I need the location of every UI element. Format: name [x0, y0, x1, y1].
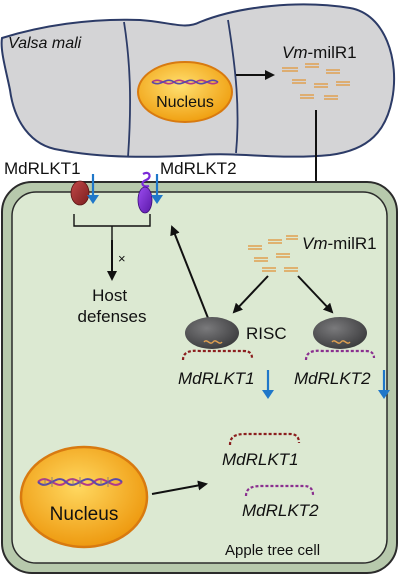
receptor1-label: MdRLKT1 [4, 159, 81, 178]
mirna-label-cell: Vm-milR1 [302, 234, 377, 253]
receptor1-icon [70, 180, 90, 206]
receptor2-label: MdRLKT2 [160, 159, 237, 178]
transcript1-bound [181, 349, 254, 361]
arrow-to-risc1 [232, 275, 269, 314]
receptor2-icon [137, 171, 153, 214]
decrease-arrow-icon [87, 174, 99, 204]
mirna-duplex-icon [248, 235, 298, 272]
risc-complex-icon [185, 317, 239, 349]
dna-helix-icon [37, 477, 123, 487]
cell-nucleus-label: Nucleus [50, 504, 119, 525]
decrease-arrow-icon [378, 370, 390, 399]
host-transcript1-label: MdRLKT1 [222, 450, 299, 469]
arrow-to-risc2 [297, 275, 334, 314]
fungus-nucleus: Nucleus [137, 61, 233, 123]
risc-complex-icon [313, 317, 367, 349]
arrow-silencing-to-receptor [170, 225, 209, 319]
fungus-nucleus-label: Nucleus [156, 94, 214, 111]
host-defenses-label: Host defenses [78, 286, 147, 326]
mirna-label-top: Vm-milR1 [282, 43, 357, 62]
mirna-duplex-icon [282, 63, 350, 100]
decrease-arrow-icon [151, 174, 163, 204]
target2-label: MdRLKT2 [294, 369, 371, 388]
host-transcript2-label: MdRLKT2 [242, 501, 319, 520]
target1-label: MdRLKT1 [178, 369, 255, 388]
dna-helix-icon [151, 79, 219, 85]
arrow-host-transcription [151, 480, 208, 495]
fungus-label: Valsa mali [8, 35, 82, 52]
inhibit-mark: × [118, 251, 126, 266]
decrease-arrow-icon [262, 370, 274, 399]
host-transcript1 [228, 432, 301, 446]
receptor-brace [73, 214, 151, 240]
risc-label: RISC [246, 324, 287, 343]
transcript2-bound [304, 349, 376, 361]
cell-label: Apple tree cell [225, 542, 320, 559]
host-transcript2 [244, 484, 315, 497]
cell-nucleus: Nucleus [19, 445, 149, 549]
